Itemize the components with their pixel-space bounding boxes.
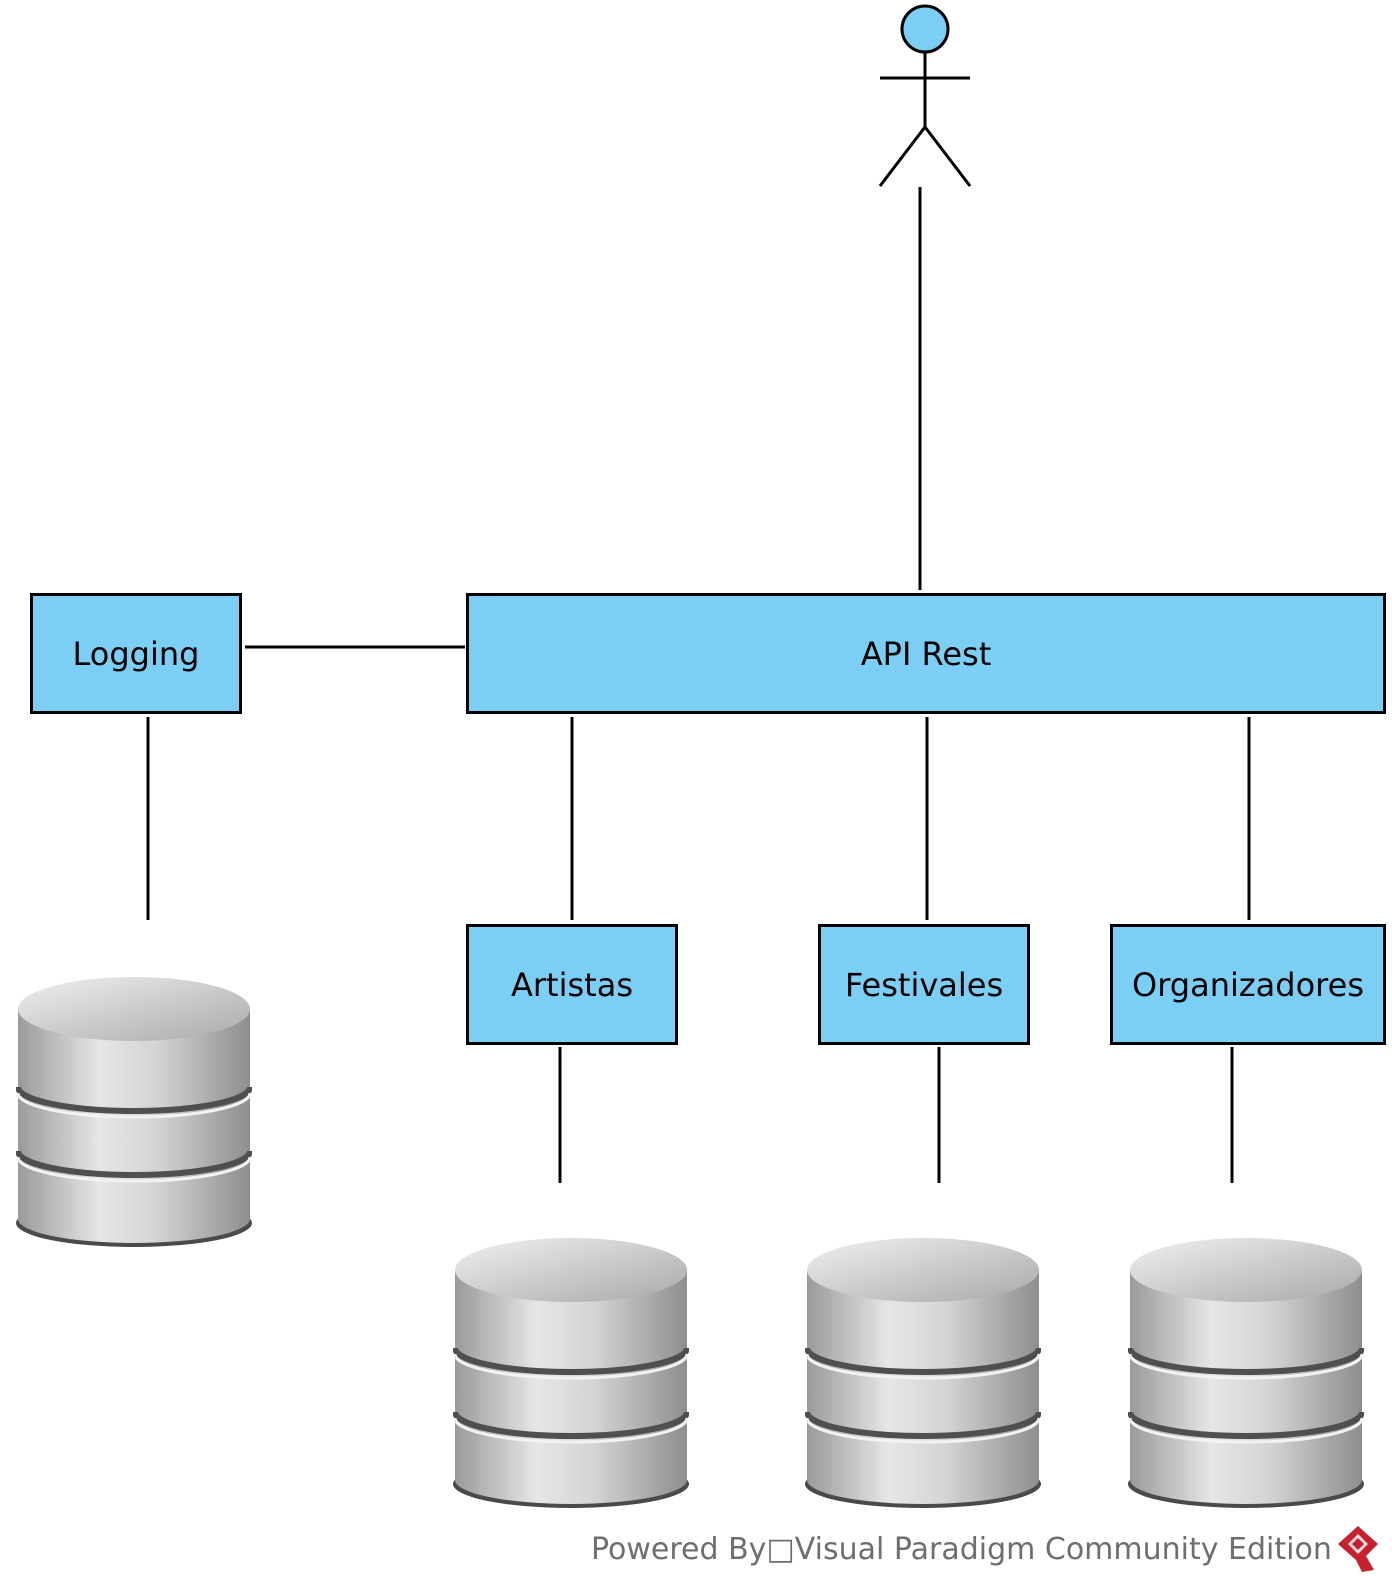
artistas-box[interactable]: Artistas [466,924,678,1045]
actor-icon[interactable] [878,4,972,187]
organizadores-box[interactable]: Organizadores [1110,924,1386,1045]
powered-by-watermark: Powered By□Visual Paradigm Community Edi… [591,1532,1332,1567]
api-rest-label: API Rest [860,634,992,673]
database-icon-organizadores[interactable] [1128,1238,1364,1508]
organizadores-label: Organizadores [1132,965,1364,1004]
database-icon-logging[interactable] [16,977,252,1247]
api-rest-box[interactable]: API Rest [466,593,1386,714]
database-icon-artistas[interactable] [453,1238,689,1508]
festivales-label: Festivales [844,965,1004,1004]
database-icon-festivales[interactable] [805,1238,1041,1508]
artistas-label: Artistas [511,965,633,1004]
festivales-box[interactable]: Festivales [818,924,1030,1045]
connectors [146,187,1251,1183]
visual-paradigm-logo-icon [1338,1526,1378,1572]
logging-box[interactable]: Logging [30,593,242,714]
logging-label: Logging [72,634,200,673]
